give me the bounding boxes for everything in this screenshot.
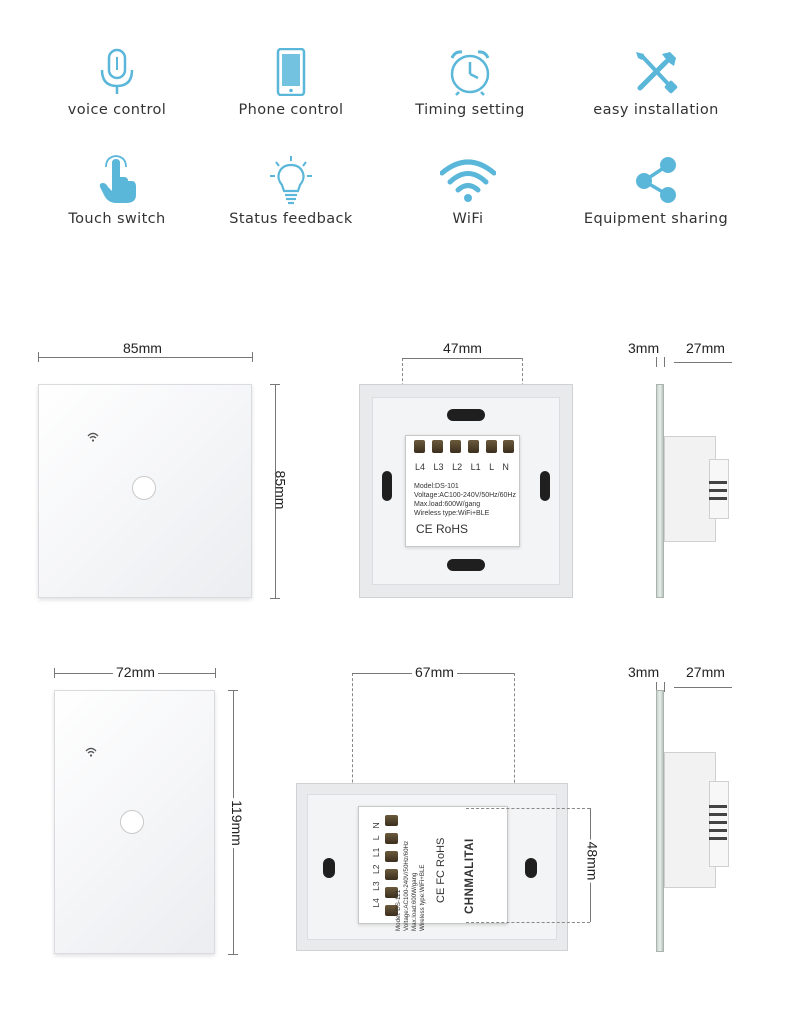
feature-label: easy installation [593,102,719,118]
tools-icon [636,52,678,94]
dim-tick [252,352,253,362]
dim-tick [270,598,280,599]
eu-front-plate [38,384,252,598]
mount-slot [382,471,392,501]
eu-depth-label: 27mm [686,340,725,356]
depth-dimension-line [674,687,732,688]
feature-label: voice control [67,102,167,118]
us-thickness-label: 3mm [628,664,660,680]
feature-label: Phone control [238,102,344,118]
module-guide [466,808,590,809]
module-guide [514,673,515,803]
us-width-label: 72mm [113,664,158,680]
mount-slot [447,409,485,421]
terminal-screw [385,905,398,916]
hand-touch-icon [99,155,136,203]
feature-touch-switch: Touch switch [22,155,212,227]
microphone-icon [100,48,134,94]
depth-dimension-line [674,362,732,363]
us-side-body [664,752,729,888]
eu-side-plate [656,384,664,598]
dim-tick [656,682,657,692]
eu-width-label: 85mm [123,340,162,356]
feature-label: Equipment sharing [583,211,729,227]
terminal-screw [385,833,398,844]
terminal-screw [385,887,398,898]
width-dimension-line [38,357,252,358]
us-depth-label: 27mm [686,664,725,680]
module-guide [352,673,353,823]
feature-wifi: WiFi [373,155,563,227]
terminal-screw [468,440,479,453]
us-height-label: 119mm [228,798,245,848]
certification-marks: CE RoHS [416,522,469,536]
feature-voice-control: voice control [22,48,212,118]
touch-button [120,810,144,834]
height-dimension-line [275,384,276,598]
terminal-screw [385,851,398,862]
module-specs: Model: DS-121 Voltage:AC100-240V/50Hz/60… [395,840,426,931]
module-width-line [402,358,522,359]
feature-equipment-sharing: Equipment sharing [561,155,751,227]
brand-label: CHNMALITAI [464,838,476,914]
touch-button [132,476,156,500]
eu-height-label: 85mm [272,470,289,510]
share-icon [636,157,676,203]
dim-tick [215,668,216,678]
dim-tick [664,682,665,692]
mount-slot [540,471,550,501]
terminal-screw [414,440,425,453]
dim-tick [228,954,238,955]
eu-relay-module: L4 L3 L2 L1 L N Model:DS-101 Voltage:AC1… [405,435,520,547]
mount-slot [525,858,537,878]
lightbulb-icon [270,156,312,205]
dim-tick [656,357,657,367]
feature-label: Touch switch [68,211,166,227]
feature-label: WiFi [452,211,484,227]
wifi-icon [440,159,496,202]
certification-marks: CE FC RoHS [435,837,447,903]
us-module-width-label: 67mm [412,664,457,680]
eu-thickness-label: 3mm [628,340,660,356]
mount-slot [323,858,335,878]
wifi-indicator-icon [87,432,99,442]
us-side-plate [656,690,664,952]
alarm-clock-icon [450,50,490,96]
feature-easy-installation: easy installation [561,48,751,118]
us-relay-module: L4 L3 L2 L1 L N Model: DS-121 Voltage:AC… [358,806,508,931]
terminal-screw [432,440,443,453]
terminal-screw [503,440,514,453]
terminal-screw [450,440,461,453]
terminal-labels: L4 L3 L2 L1 L N [415,462,509,472]
dim-tick [664,357,665,367]
feature-phone-control: Phone control [196,48,386,118]
feature-label: Timing setting [415,102,525,118]
terminal-labels: L4 L3 L2 L1 L N [371,822,381,908]
us-module-height-label: 48mm [584,839,601,883]
feature-timing-setting: Timing setting [375,48,565,118]
eu-side-body [664,436,729,542]
terminal-screw [385,815,398,826]
module-guide [466,922,590,923]
us-front-plate [54,690,215,954]
smartphone-icon [276,48,306,96]
mount-slot [447,559,485,571]
terminal-screw [486,440,497,453]
terminal-screw [385,869,398,880]
eu-module-width-label: 47mm [443,340,482,356]
module-specs: Model:DS-101 Voltage:AC100-240V/50Hz/60H… [414,483,516,517]
wifi-indicator-icon [85,747,97,757]
feature-label: Status feedback [229,211,353,227]
feature-status-feedback: Status feedback [196,155,386,227]
